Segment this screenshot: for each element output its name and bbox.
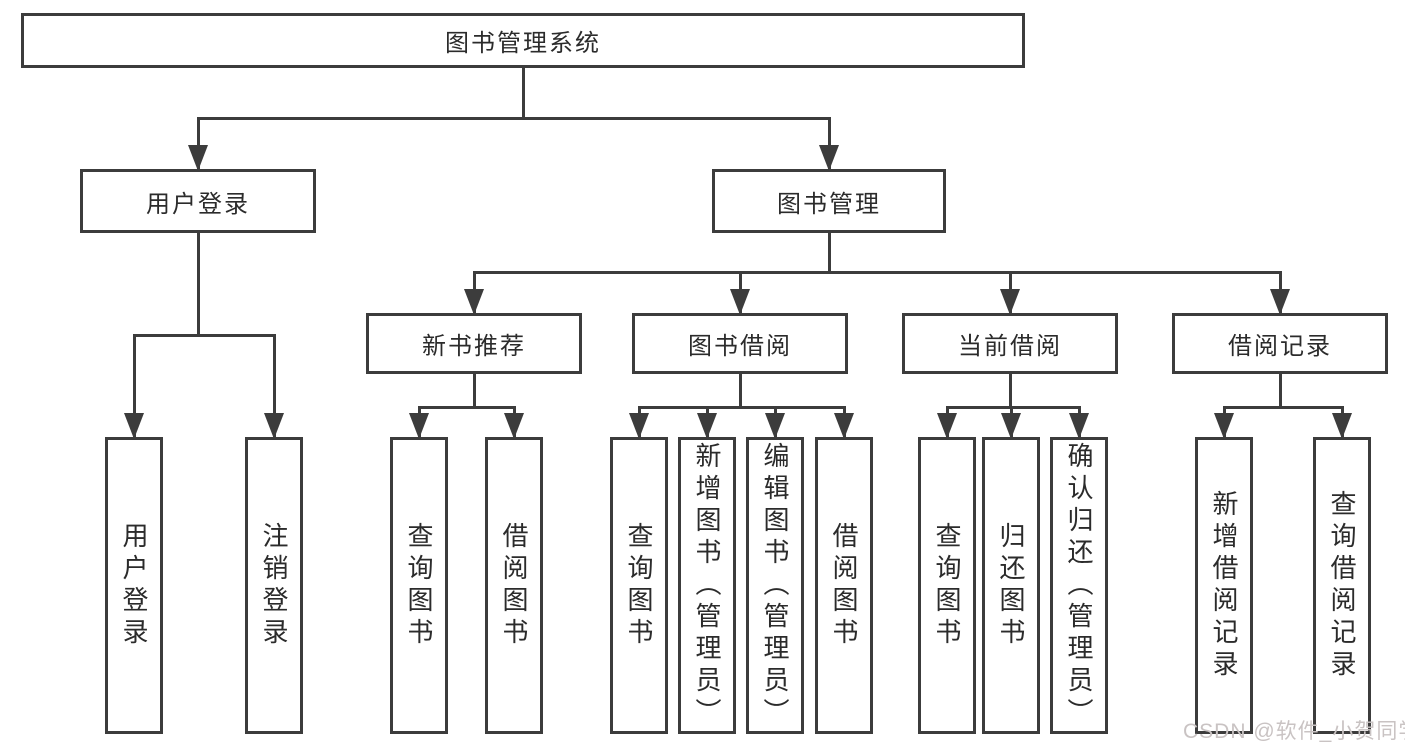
connector-line [472,270,1282,274]
node-book-borrowing: 图书借阅 [632,313,848,374]
connector-line [132,335,136,437]
connector-line [945,405,1081,409]
node-label: 图书管理 [777,190,881,218]
node-label: 新增借阅记录 [1209,489,1239,682]
node-label: 用户登录 [146,190,250,218]
node-label: 当前借阅 [958,333,1062,360]
connector-line [827,233,831,274]
node-label: 借阅图书 [499,521,529,650]
node-leaf-logout: 注销登录 [245,437,303,734]
arrow-down-icon [264,413,284,439]
node-cb-query: 查询图书 [918,437,976,734]
node-bb-add: 新增图书（管理员） [678,437,736,734]
node-label: 归还图书 [996,521,1026,650]
arrow-down-icon [1000,289,1020,315]
node-root: 图书管理系统 [21,13,1025,68]
node-nb-borrow: 借阅图书 [485,437,543,734]
node-cb-return: 归还图书 [982,437,1040,734]
arrow-down-icon [464,289,484,315]
connector-line [1008,374,1012,409]
node-label: 编辑图书（管理员） [760,441,790,730]
node-label: 图书管理系统 [445,30,601,57]
arrow-down-icon [1214,413,1234,439]
arrow-down-icon [834,413,854,439]
connector-line [417,405,516,409]
arrow-down-icon [697,413,717,439]
arrow-down-icon [188,145,208,171]
arrow-down-icon [765,413,785,439]
node-nb-query: 查询图书 [390,437,448,734]
connector-line [472,374,476,409]
node-new-books: 新书推荐 [366,313,582,374]
connector-line [637,405,846,409]
node-br-query: 查询借阅记录 [1313,437,1371,734]
node-label: 查询图书 [932,521,962,650]
node-label: 查询借阅记录 [1327,489,1357,682]
node-cb-confirm: 确认归还（管理员） [1050,437,1108,734]
arrow-down-icon [730,289,750,315]
arrow-down-icon [819,145,839,171]
arrow-down-icon [409,413,429,439]
node-label: 用户登录 [119,521,149,650]
node-leaf-login: 用户登录 [105,437,163,734]
node-current-borrow: 当前借阅 [902,313,1118,374]
node-bb-query: 查询图书 [610,437,668,734]
arrow-down-icon [1332,413,1352,439]
arrow-down-icon [1001,413,1021,439]
connector-line [1278,374,1282,409]
watermark: CSDN @软件_小贺同学 [1183,720,1405,743]
node-label: 查询图书 [624,521,654,650]
node-bb-edit: 编辑图书（管理员） [746,437,804,734]
node-user-login: 用户登录 [80,169,316,233]
connector-line [827,118,831,169]
node-label: 新书推荐 [422,333,526,360]
node-label: 借阅记录 [1228,333,1332,360]
connector-line [196,233,200,337]
node-label: 借阅图书 [829,521,859,650]
node-label: 图书借阅 [688,333,792,360]
node-label: 新增图书（管理员） [692,441,722,730]
connector-line [196,118,200,169]
connector-line [738,374,742,409]
arrow-down-icon [937,413,957,439]
node-book-mgmt: 图书管理 [712,169,946,233]
connector-line [272,335,276,437]
arrow-down-icon [629,413,649,439]
connector-line [196,116,831,120]
connector-line [132,333,276,337]
node-bb-borrow: 借阅图书 [815,437,873,734]
connector-line [1222,405,1344,409]
node-label: 确认归还（管理员） [1064,441,1094,730]
node-borrow-records: 借阅记录 [1172,313,1388,374]
arrow-down-icon [504,413,524,439]
node-label: 查询图书 [404,521,434,650]
node-br-add: 新增借阅记录 [1195,437,1253,734]
arrow-down-icon [124,413,144,439]
arrow-down-icon [1270,289,1290,315]
connector-line [521,68,525,120]
node-label: 注销登录 [259,521,289,650]
arrow-down-icon [1069,413,1089,439]
